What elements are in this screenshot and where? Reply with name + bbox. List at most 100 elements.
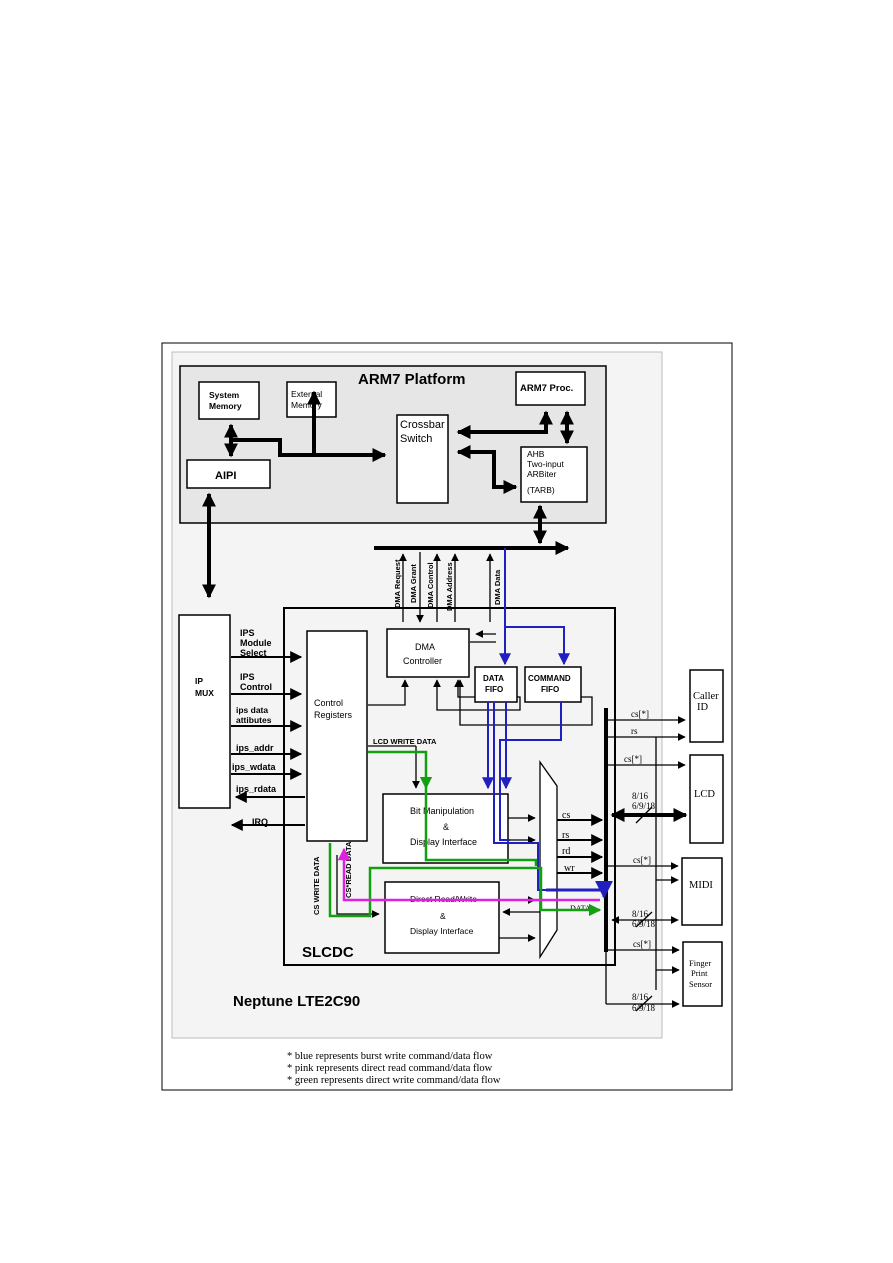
ip-mux-box: IP MUX [178,614,231,809]
svg-text:Control: Control [314,698,343,708]
svg-text:DMA Request: DMA Request [393,559,402,608]
svg-text:ips_wdata: ips_wdata [232,762,277,772]
svg-text:System: System [209,390,240,400]
svg-text:Select: Select [240,648,267,658]
dma-signal-lines [399,552,494,623]
fingerprint-sensor-box: Finger Print Sensor [682,941,723,1007]
svg-text:8/16: 8/16 [632,909,649,919]
external-memory-box: External Memory [286,381,337,418]
svg-text:cs: cs [562,810,570,821]
svg-text:ips_rdata: ips_rdata [236,784,277,794]
svg-text:rd: rd [562,846,570,857]
svg-text:DATA: DATA [570,904,591,913]
chip-name: Neptune LTE2C90 [233,993,360,1010]
bit-manipulation-box: Bit Manipulation & Display Interface [382,793,509,864]
svg-text:ips_addr: ips_addr [236,743,274,753]
lcd-write-data-label: LCD WRITE DATA [373,737,437,746]
cs-write-data-label: CS WRITE DATA [312,856,321,915]
green-direct-write-flow [328,750,602,918]
midi-box: MIDI [681,857,723,926]
svg-text:Display Interface: Display Interface [410,837,477,847]
svg-text:Finger: Finger [689,958,711,968]
svg-text:Controller: Controller [403,656,442,666]
svg-text:attibutes: attibutes [236,715,272,725]
svg-text:cs[*]: cs[*] [633,939,651,949]
output-mux [539,759,558,960]
svg-text:DMA Address: DMA Address [445,562,454,611]
svg-text:cs[*]: cs[*] [624,754,642,764]
svg-text:DATA: DATA [483,674,504,683]
svg-text:6/9/18: 6/9/18 [632,919,656,929]
direct-rw-box: Direct Read/Write & Display Interface [384,881,500,954]
cs-read-data-label: CS*READ DATA [344,841,353,898]
svg-text:Caller: Caller [693,691,719,702]
svg-text:IRQ: IRQ [252,817,268,827]
svg-text:AIPI: AIPI [215,470,236,482]
svg-text:Bit Manipulation: Bit Manipulation [410,806,474,816]
svg-text:IPS: IPS [240,628,255,638]
aipi-box: AIPI [186,459,271,489]
svg-text:FIFO: FIFO [485,685,503,694]
svg-text:8/16: 8/16 [632,791,649,801]
svg-text:MIDI: MIDI [689,880,713,891]
svg-text:&: & [443,822,449,832]
svg-text:8/16: 8/16 [632,992,649,1002]
blue-burst-write-flow [482,548,613,899]
data-fifo-box: DATA FIFO [474,666,518,703]
svg-text:cs[*]: cs[*] [633,855,651,865]
svg-text:FIFO: FIFO [541,685,559,694]
svg-text:IP: IP [195,676,203,686]
svg-text:rs: rs [631,726,638,736]
svg-text:Memory: Memory [291,400,322,410]
svg-text:Print: Print [691,968,708,978]
lcd-box: LCD [689,754,724,844]
svg-text:(TARB): (TARB) [527,485,555,495]
svg-text:IPS: IPS [240,672,255,682]
svg-text:DMA Control: DMA Control [426,562,435,608]
svg-text:Two-input: Two-input [527,459,564,469]
ips-signal-lines [230,651,305,831]
svg-text:DMA: DMA [415,642,435,652]
device-bus-labels: cs[*] rs cs[*] 8/16 6/9/18 cs[*] 8/16 6/… [624,709,656,1013]
internal-control-lines [336,630,593,942]
mux-output-lines [557,814,604,879]
arm7-platform: ARM7 Platform System Memory External Mem… [179,365,607,545]
legend-blue: * blue represents burst write command/da… [287,1051,493,1062]
svg-text:rs: rs [562,830,569,841]
pink-direct-read-flow [337,847,600,902]
legend-pink: * pink represents direct read command/da… [287,1063,493,1074]
svg-text:wr: wr [564,863,575,874]
system-memory-box: System Memory [198,381,260,420]
svg-text:Display Interface: Display Interface [410,926,474,936]
slcdc-title: SLCDC [302,944,354,961]
svg-text:ips data: ips data [236,705,268,715]
svg-text:ARM7 Proc.: ARM7 Proc. [520,383,573,394]
svg-text:Module: Module [240,638,272,648]
svg-text:cs[*]: cs[*] [631,709,649,719]
svg-text:Memory: Memory [209,401,242,411]
control-registers-box: Control Registers [306,630,368,842]
svg-text:Crossbar: Crossbar [400,419,445,431]
arm7-proc-box: ARM7 Proc. [515,371,586,406]
dma-signal-labels: DMA Request DMA Grant DMA Control DMA Ad… [393,559,502,611]
ips-signal-labels: IPS Module Select IPS Control ips data a… [232,628,277,827]
arbiter-box: AHB Two-input ARBiter (TARB) [520,446,588,503]
svg-text:LCD: LCD [694,789,715,800]
svg-text:Control: Control [240,682,272,692]
arm7-platform-title: ARM7 Platform [358,371,466,388]
svg-text:Switch: Switch [400,433,432,445]
svg-text:Registers: Registers [314,710,353,720]
command-fifo-box: COMMAND FIFO [524,666,582,703]
svg-text:ID: ID [697,702,708,713]
legend-green: * green represents direct write command/… [287,1075,501,1086]
svg-text:6/9/18: 6/9/18 [632,1003,656,1013]
svg-text:&: & [440,911,446,921]
dma-controller-box: DMA Controller [386,628,470,678]
crossbar-switch-box: Crossbar Switch [396,414,449,504]
flow-legend: * blue represents burst write command/da… [287,1051,501,1086]
svg-text:6/9/18: 6/9/18 [632,801,656,811]
svg-text:DMA Data: DMA Data [493,569,502,605]
caller-id-box: Caller ID [689,669,724,743]
svg-text:External: External [291,389,322,399]
